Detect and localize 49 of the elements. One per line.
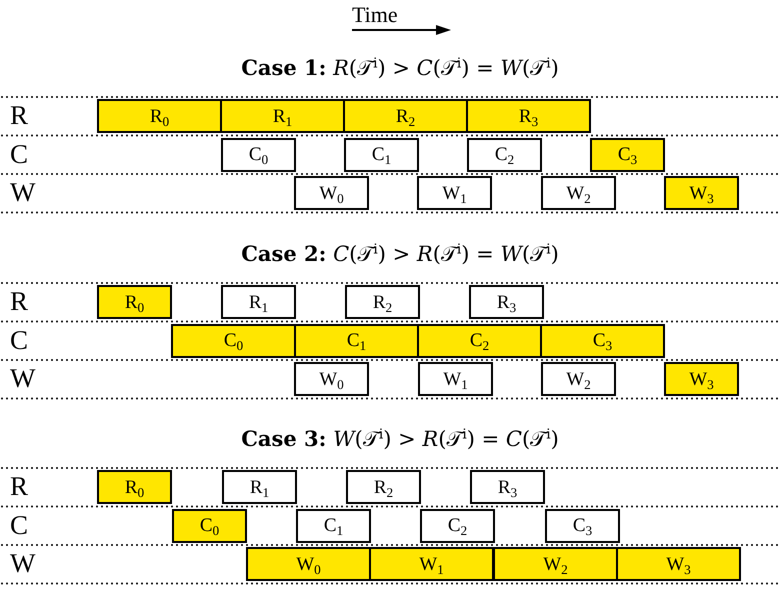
task-bar: R$_{3}$ xyxy=(469,285,544,319)
task-bar: C$_{0}$ xyxy=(172,508,247,542)
task-bar: R$_{2}$ xyxy=(346,470,421,504)
task-bar: C$_{3}$ xyxy=(545,508,620,542)
row-label: R xyxy=(10,473,28,500)
task-bar: C$_{1}$ xyxy=(294,324,419,358)
task-bar: W$_{1}$ xyxy=(369,547,494,581)
task-bar: R$_{0}$ xyxy=(97,285,172,319)
task-bar: C$_{2}$ xyxy=(420,508,495,542)
row-label: R xyxy=(10,288,28,315)
task-bar: W$_{1}$ xyxy=(418,362,493,396)
task-bar: W$_{0}$ xyxy=(294,362,369,396)
task-bar: C$_{1}$ xyxy=(296,508,371,542)
task-bar: C$_{0}$ xyxy=(171,324,296,358)
task-bar: R$_{1}$ xyxy=(222,470,297,504)
task-bar: W$_{0}$ xyxy=(294,176,369,210)
case-heading: Case 1: R(𝒯$^{i}$) > C(𝒯$^{i}$) = W(𝒯$^{i}$) xyxy=(241,57,559,79)
axis-label: Time xyxy=(352,4,398,26)
task-bar: R$_{0}$ xyxy=(97,470,172,504)
task-bar: R$_{3}$ xyxy=(470,470,545,504)
task-bar: R$_{0}$ xyxy=(97,99,222,133)
task-bar: R$_{2}$ xyxy=(343,99,468,133)
task-bar: C$_{3}$ xyxy=(540,324,665,358)
case-heading: Case 2: C(𝒯$^{i}$) > R(𝒯$^{i}$) = W(𝒯$^{i}$) xyxy=(241,243,559,265)
task-bar: W$_{3}$ xyxy=(616,547,741,581)
task-bar: W$_{3}$ xyxy=(664,362,739,396)
task-bar: C$_{0}$ xyxy=(221,138,296,172)
row-label: R xyxy=(10,102,28,129)
task-bar: W$_{2}$ xyxy=(493,547,618,581)
task-bar: R$_{3}$ xyxy=(466,99,591,133)
row-label: W xyxy=(10,365,36,392)
row-label: W xyxy=(10,550,36,577)
case-heading: Case 3: W(𝒯$^{i}$) > R(𝒯$^{i}$) = C(𝒯$^{i}$) xyxy=(241,428,559,450)
task-bar: W$_{2}$ xyxy=(541,176,616,210)
task-bar: R$_{1}$ xyxy=(221,285,296,319)
row-label: C xyxy=(10,140,28,168)
task-bar: C$_{2}$ xyxy=(467,138,542,172)
task-bar: C$_{3}$ xyxy=(590,138,665,172)
task-bar: W$_{3}$ xyxy=(664,176,739,210)
task-bar: C$_{1}$ xyxy=(344,138,419,172)
task-bar: W$_{0}$ xyxy=(246,547,371,581)
task-bar: W$_{1}$ xyxy=(417,176,492,210)
task-bar: W$_{2}$ xyxy=(541,362,616,396)
row-label: C xyxy=(10,512,28,538)
row-label: C xyxy=(10,326,28,354)
task-bar: R$_{2}$ xyxy=(345,285,420,319)
task-bar: R$_{1}$ xyxy=(220,99,345,133)
task-bar: C$_{2}$ xyxy=(417,324,542,358)
row-label: W xyxy=(10,179,36,206)
